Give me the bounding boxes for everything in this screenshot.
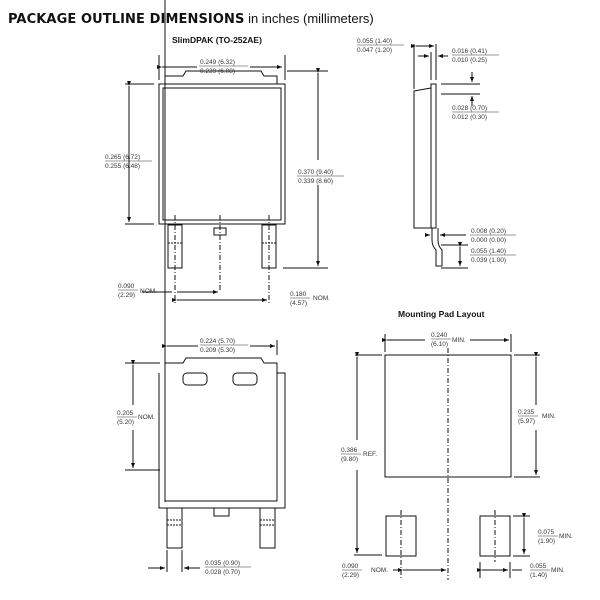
dim-lead-pitch-in: 0.180 xyxy=(290,291,307,298)
dim-pad-lead-center-in: 0.090 xyxy=(342,563,359,570)
dim-pad-total-note: REF. xyxy=(363,451,377,458)
dim-lead-center-mm: (2.29) xyxy=(118,292,135,299)
dim-lead-length-min: 0.039 (1.00) xyxy=(471,257,506,264)
package-title: SlimDPAK (TO-252AE) xyxy=(172,35,262,45)
title-units: in inches (millimeters) xyxy=(244,11,374,26)
dim-pad-total-in: 0.386 xyxy=(341,447,358,454)
dim-heatsink-height-note: NOM. xyxy=(138,414,155,421)
side-view-package xyxy=(413,83,443,267)
dim-heatsink-height-in: 0.205 xyxy=(117,410,134,417)
dim-pad-lead-center-note: NOM. xyxy=(371,567,388,574)
top-view-package xyxy=(158,70,286,305)
dim-tab-thickness-max: 0.016 (0.41) xyxy=(452,48,487,55)
dim-lead-width-max: 0.035 (0.90) xyxy=(205,560,240,567)
dim-small-pad-width-mm: (1.40) xyxy=(530,572,547,579)
dim-pad-width-in: 0.240 xyxy=(431,332,448,339)
dim-total-height-max: 0.370 (9.40) xyxy=(298,169,333,176)
dim-top-width-max: 0.249 (6.32) xyxy=(200,59,235,66)
bottom-view-package xyxy=(158,0,286,549)
dim-small-pad-height-note: MIN. xyxy=(559,533,573,540)
dim-pad-height-in: 0.235 xyxy=(518,409,535,416)
dim-pad-total-mm: (9.80) xyxy=(341,456,358,463)
dim-heatsink-width-min: 0.209 (5.30) xyxy=(200,347,235,354)
dim-pad-height-mm: (5.97) xyxy=(518,418,535,425)
dim-small-pad-width-note: MIN. xyxy=(551,567,565,574)
page-title: PACKAGE OUTLINE DIMENSIONS in inches (mi… xyxy=(8,10,374,27)
dim-tab-thickness-min: 0.010 (0.25) xyxy=(452,57,487,64)
dim-tab-offset-max: 0.028 (0.70) xyxy=(452,105,487,112)
dim-top-width-min: 0.239 (6.08) xyxy=(200,68,235,75)
dim-tab-offset-min: 0.012 (0.30) xyxy=(452,114,487,121)
dim-small-pad-height-in: 0.075 xyxy=(538,529,555,536)
dim-pad-height-note: MIN. xyxy=(542,413,556,420)
dim-small-pad-height-mm: (1.90) xyxy=(538,538,555,545)
dim-lead-pitch-note: NOM. xyxy=(313,295,330,302)
dim-lead-length-max: 0.055 (1.40) xyxy=(471,248,506,255)
dim-pad-width-note: MIN. xyxy=(452,337,466,344)
dim-heatsink-width-max: 0.224 (5.70) xyxy=(200,338,235,345)
dim-standoff-min: 0.000 (0.00) xyxy=(471,237,506,244)
pad-layout xyxy=(384,348,512,580)
dim-lead-width-min: 0.028 (0.70) xyxy=(205,569,240,576)
dim-total-height-min: 0.339 (8.60) xyxy=(298,178,333,185)
dim-lead-center-in: 0.090 xyxy=(118,283,135,290)
dim-body-height-min: 0.255 (6.48) xyxy=(105,163,140,170)
dim-pad-lead-center-mm: (2.29) xyxy=(342,572,359,579)
dim-side-thickness-min: 0.047 (1.20) xyxy=(357,47,392,54)
dim-body-height-max: 0.265 (6.72) xyxy=(105,154,140,161)
dim-small-pad-width-in: 0.055 xyxy=(530,563,547,570)
dim-pad-width-mm: (6.10) xyxy=(431,341,448,348)
dim-lead-center-note: NOM. xyxy=(140,288,157,295)
dim-side-thickness-max: 0.055 (1.40) xyxy=(357,38,392,45)
dim-lead-pitch-mm: (4.57) xyxy=(290,300,307,307)
dim-heatsink-height-mm: (5.20) xyxy=(117,419,134,426)
dim-standoff-max: 0.008 (0.20) xyxy=(471,228,506,235)
title-bold: PACKAGE OUTLINE DIMENSIONS xyxy=(8,12,245,27)
pad-layout-title: Mounting Pad Layout xyxy=(398,309,485,319)
